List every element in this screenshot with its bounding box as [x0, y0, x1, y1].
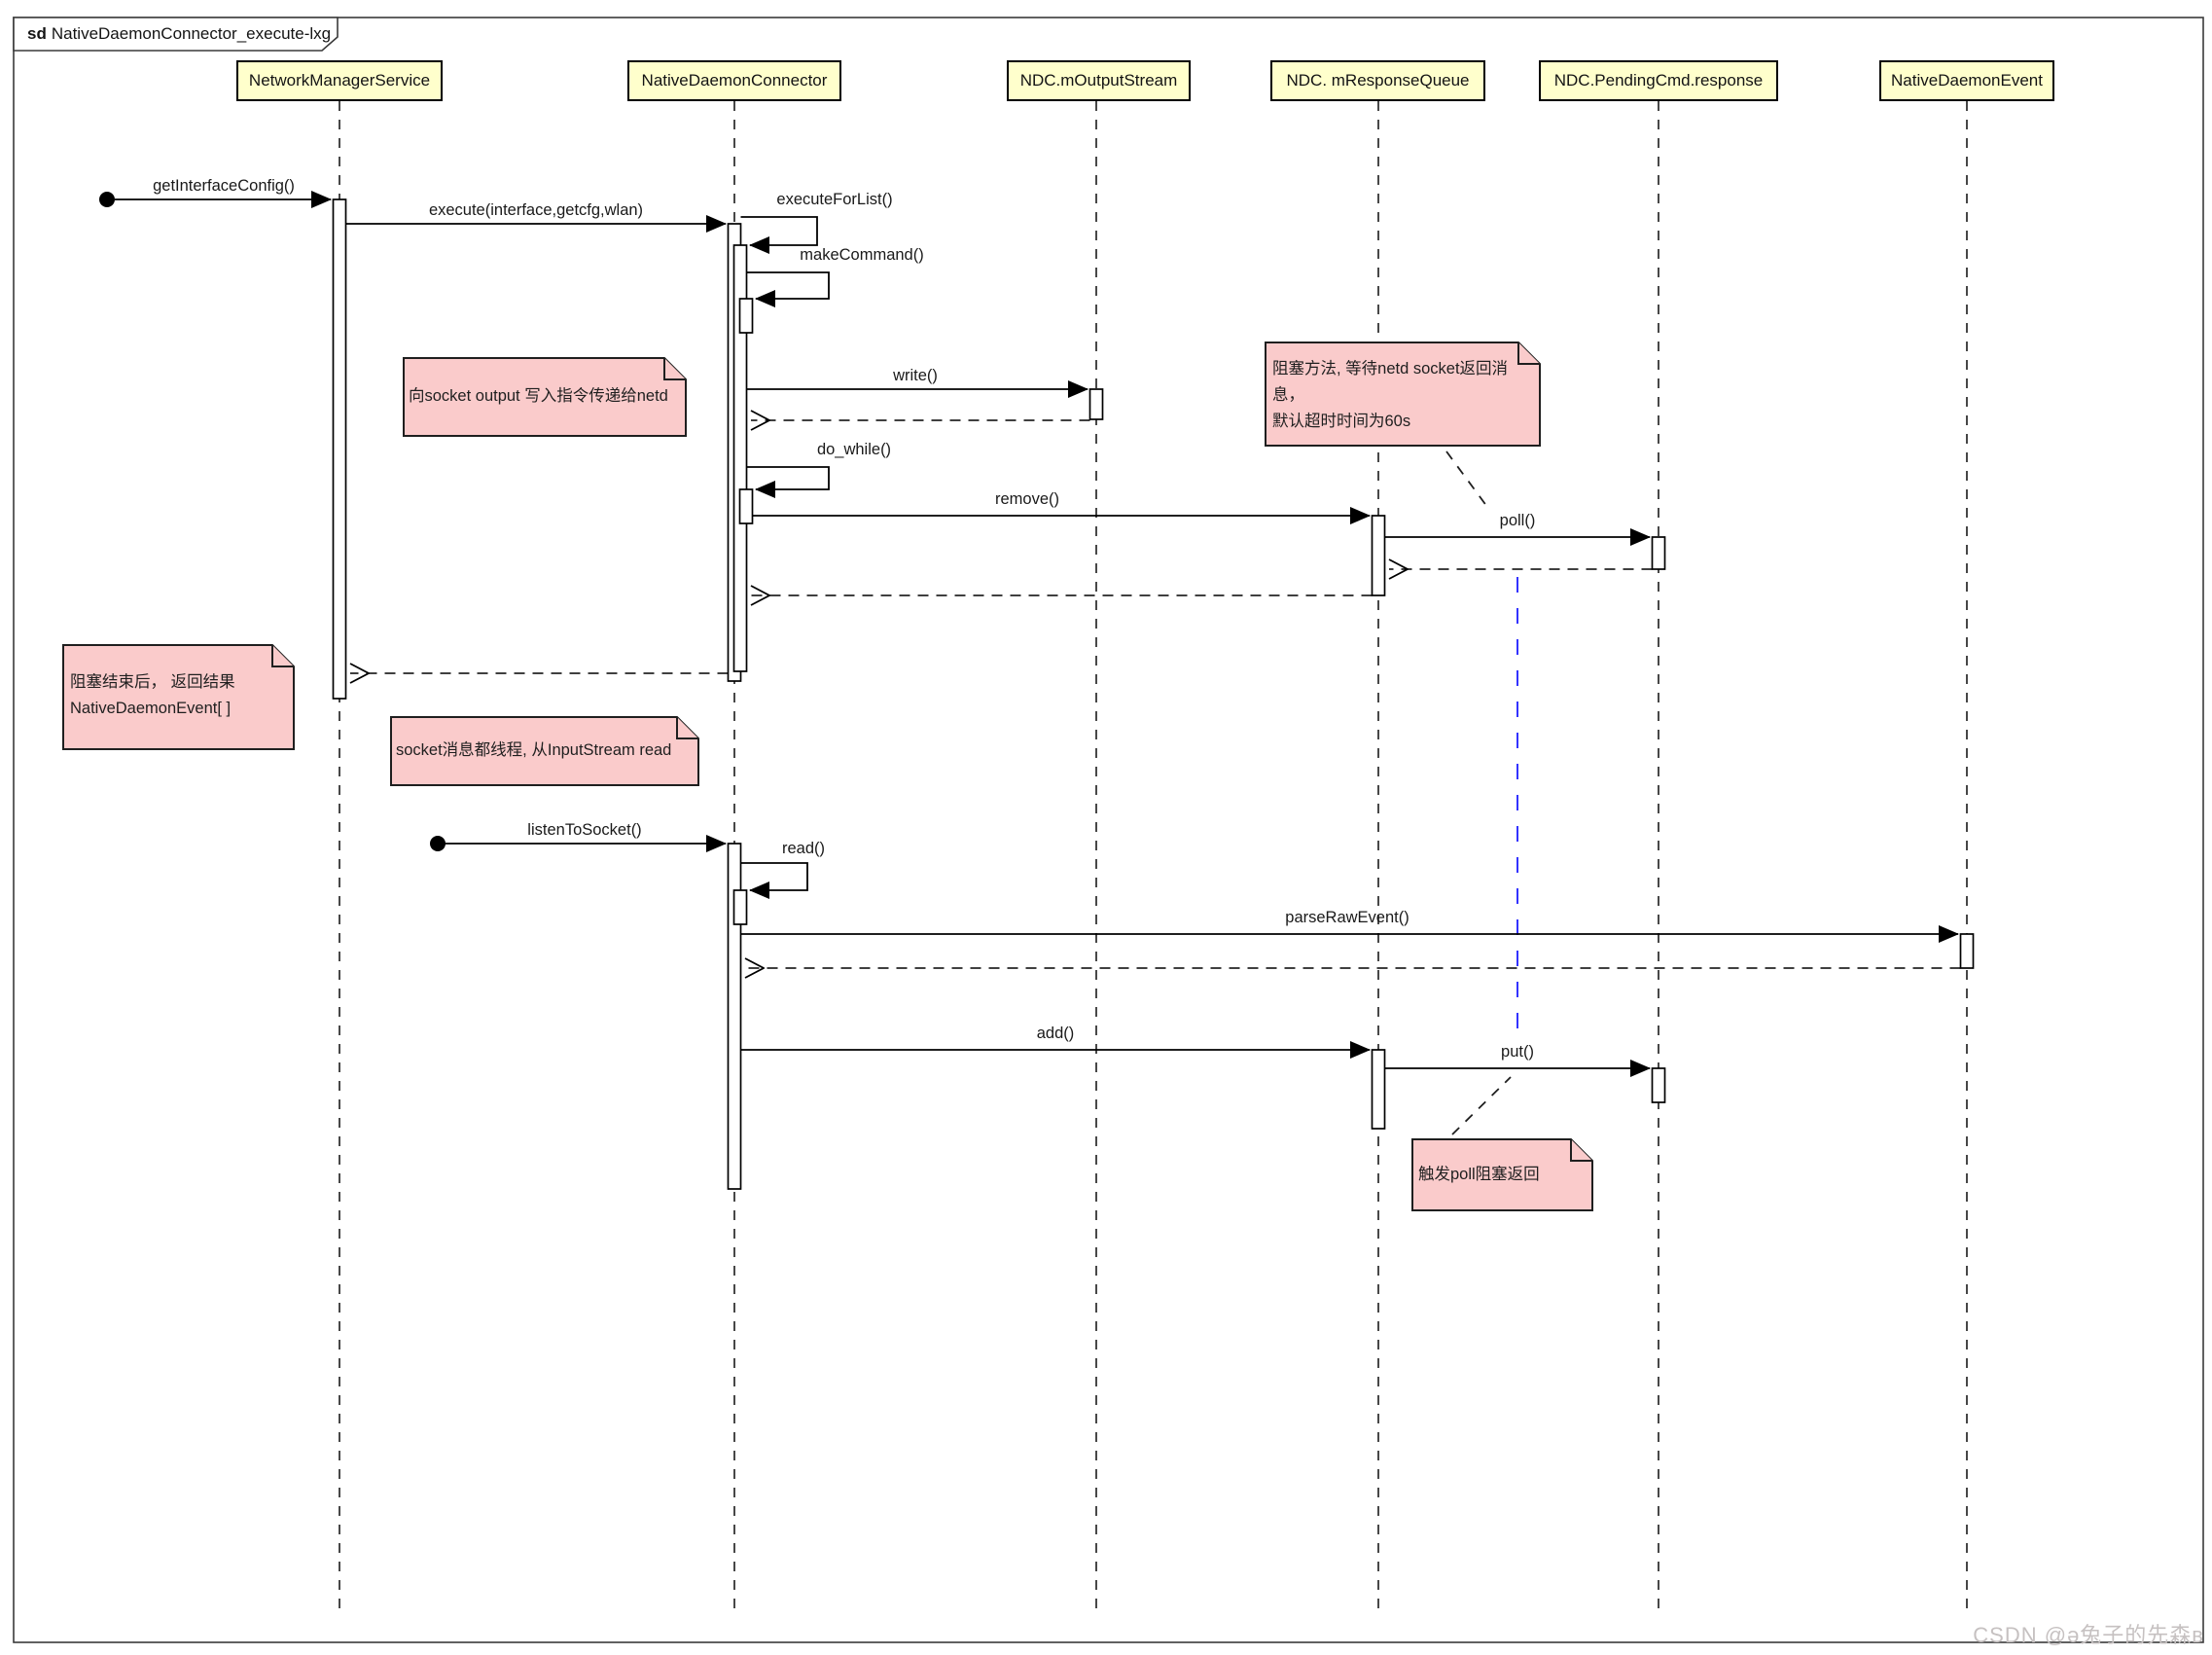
note-trigger-poll-fold — [1570, 1139, 1592, 1162]
diagram-title-keyword: sd — [27, 24, 47, 43]
note-blocking-fold — [1517, 342, 1540, 365]
message-label-remove: remove() — [994, 490, 1060, 508]
activation-ndc-read — [732, 889, 748, 925]
arrow-read-self — [740, 862, 808, 899]
actor-label: NDC. mResponseQueue — [1286, 71, 1470, 90]
note-result-shape — [62, 644, 295, 750]
call-messages — [115, 191, 1959, 1077]
message-label-put: put() — [1501, 1043, 1534, 1061]
message-label-execute-for-list: executeForList() — [776, 191, 893, 208]
message-label-execute: execute(interface,getcfg,wlan) — [428, 201, 644, 219]
message-label-make-command: makeCommand() — [800, 246, 924, 264]
activation-ndc-do-while — [738, 488, 754, 524]
actor-label: NetworkManagerService — [248, 71, 431, 90]
activation-ndc-execute-for-list — [732, 244, 748, 672]
note-text-line: NativeDaemonEvent[ ] — [70, 700, 232, 718]
note-text-line: 默认超时时间为60s — [1272, 413, 1411, 431]
message-label-poll: poll() — [1499, 512, 1536, 529]
arrow-do-while-self — [746, 466, 830, 498]
activation-pending-cmd-poll — [1651, 536, 1666, 570]
activation-pending-cmd-put — [1651, 1067, 1666, 1103]
diagram-frame — [13, 17, 2204, 1643]
activation-response-queue-remove — [1371, 515, 1386, 596]
message-label-write: write() — [893, 367, 938, 384]
note-blocking-shape — [1265, 342, 1541, 447]
message-label-get-interface-config: getInterfaceConfig() — [153, 177, 295, 195]
note-result: 阻塞结束后， 返回结果 NativeDaemonEvent[ ] — [70, 669, 289, 722]
activation-ndc-make-command — [738, 298, 754, 334]
actor-ndc-m-output-stream: NDC.mOutputStream — [1007, 60, 1191, 101]
actor-ndc-pending-cmd-response: NDC.PendingCmd.response — [1539, 60, 1778, 101]
note-text-line: 向socket output 写入指令传递给netd — [409, 387, 668, 406]
start-node-get-interface-config — [99, 192, 115, 207]
activation-ndc-listen — [727, 843, 742, 1190]
activation-output-stream-write — [1088, 388, 1104, 420]
start-node-listen-to-socket — [430, 836, 446, 851]
return-messages — [350, 420, 1961, 968]
actor-label: NDC.PendingCmd.response — [1553, 71, 1764, 90]
note-trigger-poll: 触发poll阻塞返回 — [1418, 1139, 1586, 1210]
note-blocking-connector — [1445, 450, 1488, 508]
note-trigger-poll-connector — [1451, 1076, 1512, 1135]
activation-nde-parse-raw-event — [1959, 933, 1975, 969]
note-text-line: socket消息都线程, 从InputStream read — [396, 741, 672, 760]
arrow-make-command-self — [746, 271, 830, 307]
note-read-thread-shape — [390, 716, 699, 786]
note-text-line: 阻塞方法, 等待netd socket返回消息， — [1272, 360, 1509, 405]
note-read-thread-fold — [676, 717, 698, 739]
note-shapes — [62, 342, 1593, 1211]
message-label-listen-to-socket: listenToSocket() — [527, 821, 642, 839]
csdn-watermark: CSDN @ə兔子的先森в — [1973, 1623, 2204, 1647]
actor-native-daemon-connector: NativeDaemonConnector — [627, 60, 841, 101]
note-read-thread: socket消息都线程, 从InputStream read — [396, 717, 693, 785]
note-text-line: 触发poll阻塞返回 — [1418, 1165, 1540, 1183]
activation-response-queue-add — [1371, 1049, 1386, 1130]
note-write-socket: 向socket output 写入指令传递给netd — [409, 358, 681, 436]
actor-ndc-m-response-queue: NDC. mResponseQueue — [1270, 60, 1485, 101]
activation-bars — [332, 198, 1975, 1190]
note-write-socket-fold — [663, 358, 686, 380]
note-blocking: 阻塞方法, 等待netd socket返回消息， 默认超时时间为60s — [1272, 356, 1535, 436]
actor-network-manager-service: NetworkManagerService — [236, 60, 443, 101]
message-label-read: read() — [781, 840, 826, 857]
message-label-add: add() — [1036, 1025, 1075, 1042]
arrow-execute-for-list-self — [740, 216, 818, 254]
actor-label: NativeDaemonEvent — [1891, 71, 2043, 90]
actor-native-daemon-event: NativeDaemonEvent — [1879, 60, 2054, 101]
diagram-title-tab — [13, 17, 339, 52]
diagram-title-text: NativeDaemonConnector_execute-lxg — [51, 24, 332, 43]
note-text-line: 阻塞结束后， 返回结果 — [70, 673, 235, 691]
actor-label: NDC.mOutputStream — [1019, 71, 1178, 90]
note-write-socket-shape — [403, 357, 687, 437]
lifelines — [339, 101, 1968, 1610]
activation-nms — [332, 198, 347, 700]
note-result-fold — [271, 645, 294, 667]
message-label-parse-raw-event: parseRawEvent() — [1285, 909, 1409, 926]
actor-label: NativeDaemonConnector — [641, 71, 828, 90]
message-label-do-while: do_while() — [816, 441, 892, 458]
note-trigger-poll-shape — [1411, 1138, 1593, 1211]
